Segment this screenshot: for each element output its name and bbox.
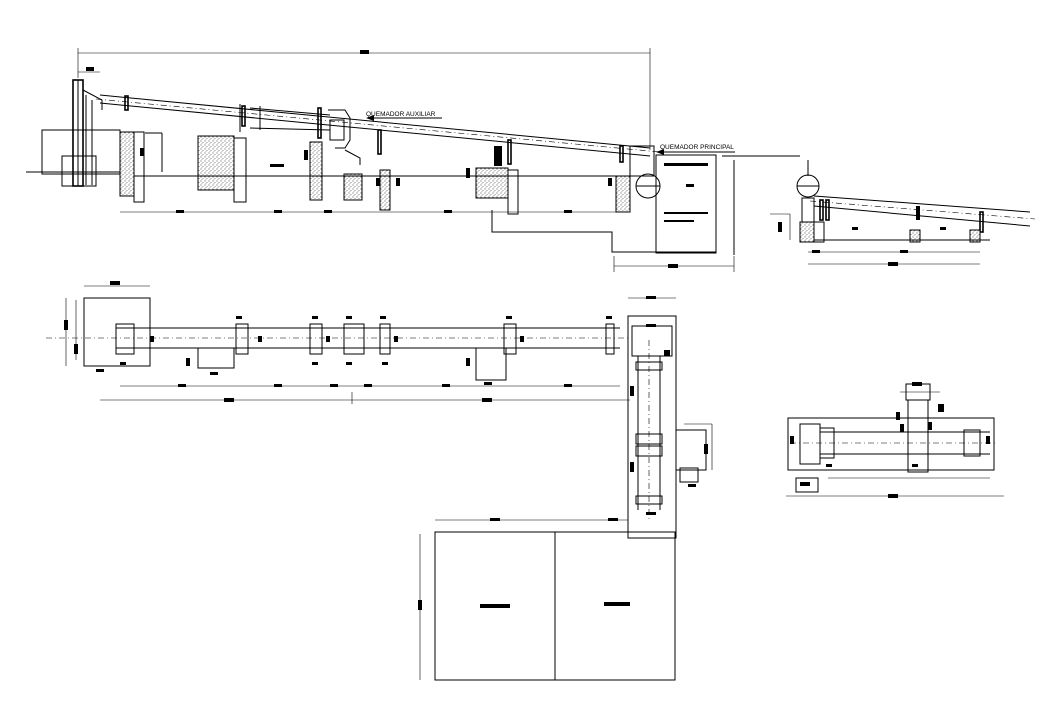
label-main-burner: QUEMADOR PRINCIPAL <box>660 144 734 151</box>
kiln-plan-view <box>46 281 713 681</box>
label-auxiliary-burner: QUEMADOR AUXILIAR <box>366 111 436 118</box>
kiln-side-elevation-small <box>770 160 1036 266</box>
kiln-side-elevation: QUEMADOR AUXILIAR QUEMADOR PRINCIPAL <box>26 48 800 272</box>
kiln-plan-small <box>786 382 1004 498</box>
